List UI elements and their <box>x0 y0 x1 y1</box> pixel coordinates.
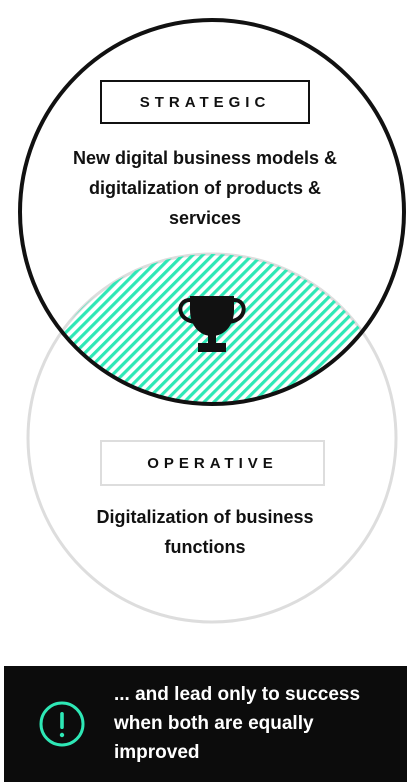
strategic-label-box: STRATEGIC <box>100 80 310 124</box>
operative-label-box: OPERATIVE <box>100 440 325 486</box>
trophy-icon <box>178 296 246 352</box>
strategic-circle <box>18 18 406 406</box>
intersection-hatch <box>28 254 396 404</box>
callout-banner: ... and lead only to success when both a… <box>4 666 407 782</box>
callout-text: ... and lead only to success when both a… <box>114 684 361 763</box>
venn-diagram <box>18 18 406 624</box>
exclamation-circle-icon <box>39 701 85 747</box>
strategic-description: New digital business models & digitaliza… <box>72 148 338 228</box>
operative-description: Digitalization of business functions <box>96 507 314 557</box>
